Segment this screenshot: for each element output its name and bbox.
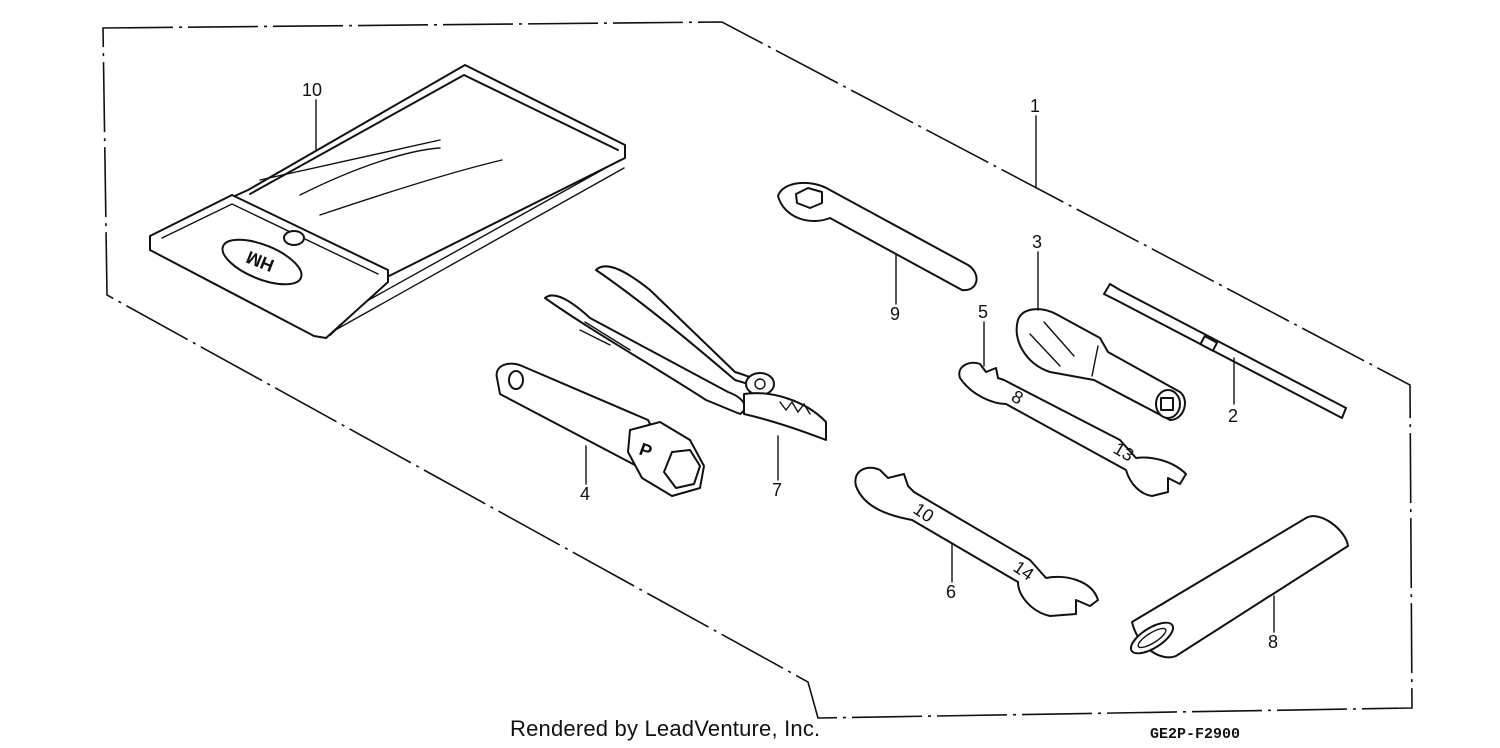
callout-8: 8 [1268, 632, 1278, 652]
diagram-code: GE2P-F2900 [1150, 726, 1241, 743]
callout-9: 9 [890, 304, 900, 324]
handle-bar [1129, 515, 1349, 659]
callout-2: 2 [1228, 406, 1238, 426]
callout-3: 3 [1032, 232, 1042, 252]
assembly-frame [102, 21, 1413, 719]
callout-5: 5 [978, 302, 988, 322]
callout-7: 7 [772, 480, 782, 500]
render-credit: Rendered by LeadVenture, Inc. [510, 716, 821, 741]
callout-10: 10 [302, 80, 322, 100]
callout-6: 6 [946, 582, 956, 602]
callout-1: 1 [1030, 96, 1040, 116]
pliers [544, 265, 827, 441]
wrench-10x14: 10 14 [854, 466, 1099, 617]
spark-plug-socket: P [495, 362, 705, 497]
ring-spanner [777, 181, 978, 292]
tool-bag: HM [149, 64, 626, 339]
screwdriver-bit [1103, 283, 1347, 419]
wrench-8x13: 8 13 [958, 361, 1187, 497]
bag-logo-oval [221, 238, 303, 286]
callout-4: 4 [580, 484, 590, 504]
